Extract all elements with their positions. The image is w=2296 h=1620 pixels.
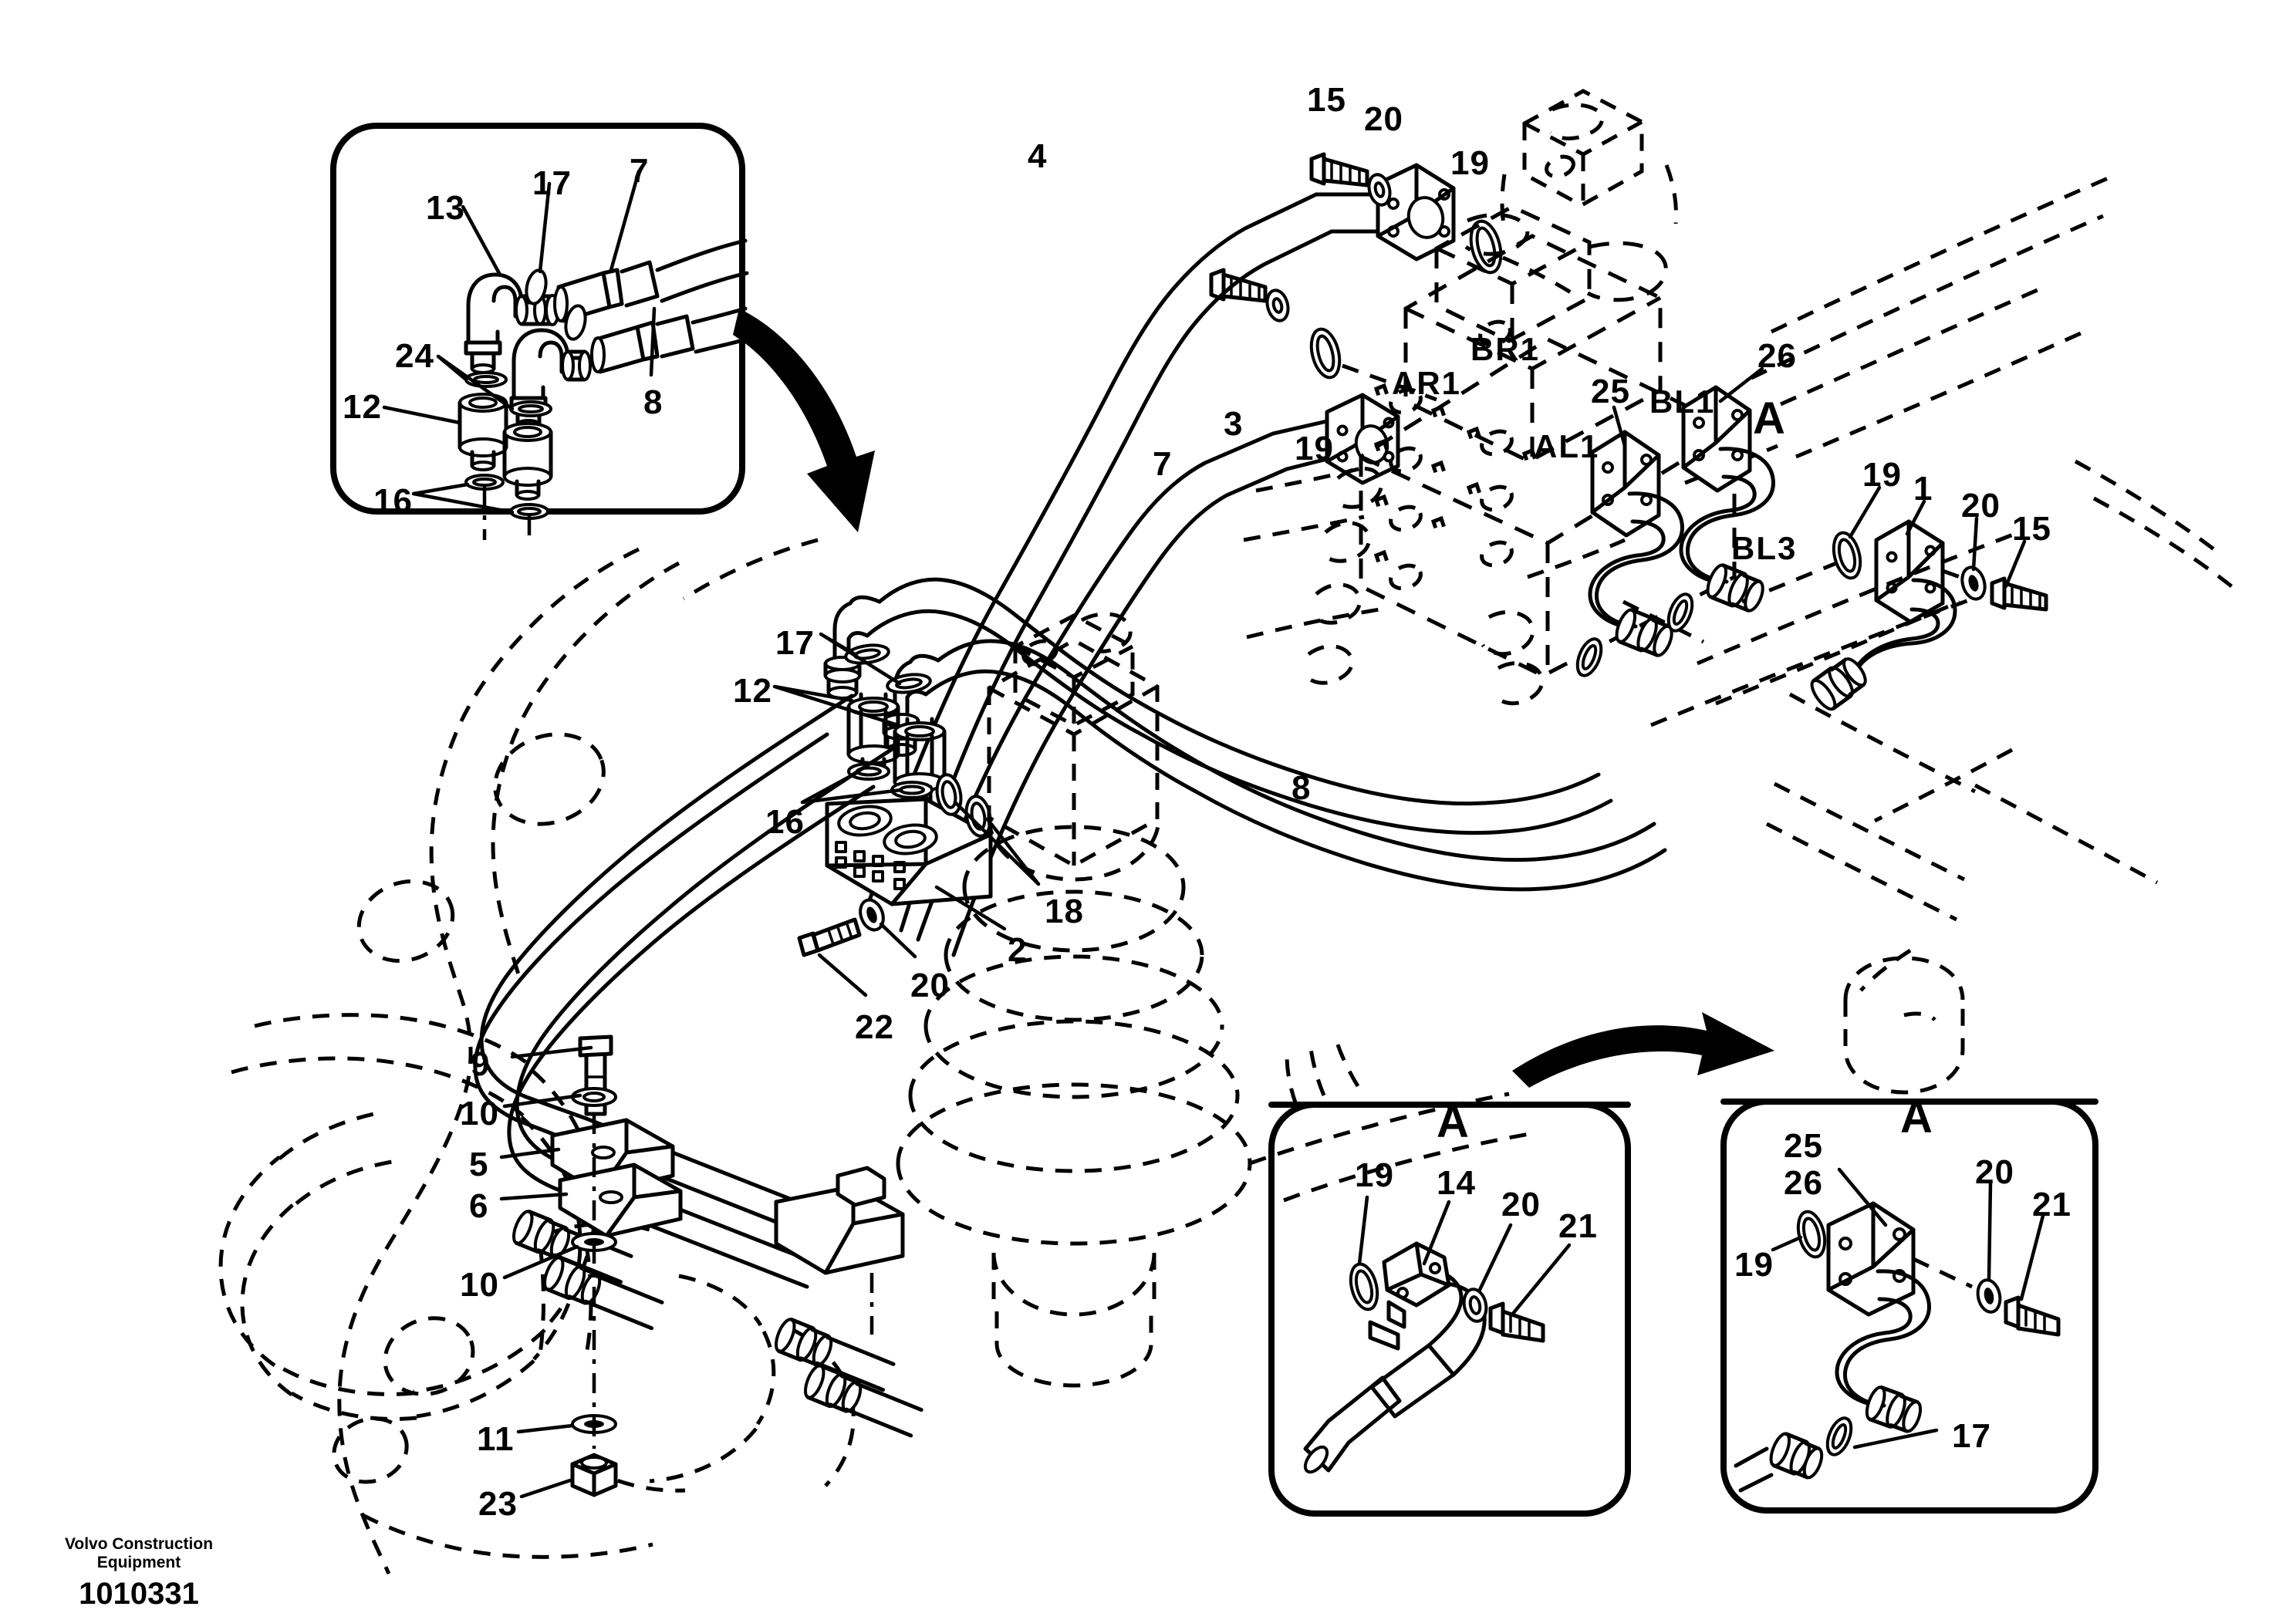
- callout-number-24: 24: [395, 337, 434, 375]
- callout-number-26: 26: [1757, 337, 1797, 375]
- callout-number-A: A: [1753, 393, 1785, 444]
- clamp-lower-6: [558, 1163, 683, 1238]
- callout-number-26: 26: [1784, 1164, 1823, 1202]
- callout-number-9: 9: [471, 1045, 491, 1083]
- callout-number-19: 19: [1862, 456, 1902, 494]
- callout-number-7: 7: [630, 152, 650, 190]
- callout-number-5: 5: [469, 1146, 489, 1183]
- brand-name-line-1: Volvo Construction: [64, 1535, 214, 1553]
- callout-number-7: 7: [1153, 445, 1173, 483]
- callout-number-21: 21: [1558, 1207, 1598, 1245]
- callout-number-3: 3: [1224, 405, 1244, 443]
- callout-number-20: 20: [910, 967, 950, 1004]
- detail-callout-arrow-top: [733, 309, 875, 532]
- callout-number-2: 2: [1008, 931, 1028, 969]
- callout-number-12: 12: [343, 388, 382, 426]
- elbow-tubes-25-26: [1575, 366, 1775, 677]
- callout-number-15: 15: [2012, 510, 2051, 548]
- callout-number-6: 6: [469, 1187, 489, 1225]
- port-label-al1: AL1: [1534, 428, 1600, 464]
- callout-number-18: 18: [1045, 893, 1084, 930]
- callout-number-4: 4: [1028, 137, 1048, 175]
- callout-number-17: 17: [532, 164, 572, 202]
- center-adapter-stack: [772, 632, 1041, 997]
- callout-number-19: 19: [1734, 1246, 1774, 1284]
- callout-number-20: 20: [1975, 1153, 2014, 1191]
- callout-number-19: 19: [1450, 144, 1490, 182]
- port-label-br1: BR1: [1470, 331, 1541, 367]
- lower-pipe-run: [473, 694, 923, 1499]
- clamp-right: [774, 1166, 905, 1275]
- callout-number-15: 15: [1307, 81, 1346, 119]
- valve-top-ghost: [1500, 89, 1678, 229]
- bolt-22: [797, 917, 862, 957]
- callout-number-10: 10: [460, 1095, 499, 1132]
- callout-number-20: 20: [1961, 487, 2001, 525]
- washer-20-top: [1367, 173, 1392, 207]
- detail-box-top-left: [330, 123, 749, 540]
- view-letter-vA_left: A: [1437, 1097, 1469, 1147]
- port-label-ar1: AR1: [1392, 365, 1462, 401]
- swing-motor-hidden: [896, 612, 1530, 1388]
- callout-number-13: 13: [426, 189, 465, 227]
- brand-name-line-2: Equipment: [96, 1554, 181, 1572]
- bolt-15-top: [1309, 152, 1369, 187]
- port-label-bl1: BL1: [1649, 383, 1716, 420]
- callout-number-16: 16: [765, 803, 805, 841]
- callout-number-8: 8: [643, 383, 663, 421]
- pipe-assembly-7-8: [823, 577, 1667, 892]
- callout-number-22: 22: [855, 1008, 894, 1046]
- callout-number-21: 21: [2032, 1186, 2071, 1223]
- bolt-15-mid: [1209, 268, 1268, 303]
- callout-number-16: 16: [373, 482, 413, 520]
- detail-box-bottom-right: [1720, 1099, 2098, 1514]
- callout-number-11: 11: [477, 1420, 515, 1458]
- callout-number-25: 25: [1784, 1127, 1823, 1165]
- port-label-bl3: BL3: [1731, 530, 1798, 566]
- callout-number-17: 17: [1952, 1417, 1991, 1455]
- washer-20-center: [859, 898, 885, 932]
- callout-number-20: 20: [1501, 1186, 1541, 1223]
- callout-number-12: 12: [733, 672, 772, 710]
- document-footer: Volvo Construction Equipment 1010331: [15, 1535, 262, 1609]
- callout-number-19: 19: [1355, 1156, 1394, 1194]
- detail-box-bottom-left: [1268, 1039, 1631, 1517]
- callout-number-17: 17: [775, 624, 815, 662]
- callout-number-10: 10: [460, 1266, 499, 1304]
- drawing-number: 1010331: [79, 1577, 199, 1612]
- detail-callout-arrow-bottom: [1512, 1012, 1774, 1088]
- callout-number-25: 25: [1591, 373, 1630, 410]
- callout-number-14: 14: [1437, 1164, 1476, 1202]
- view-letter-vA_right: A: [1900, 1092, 1933, 1142]
- callout-number-23: 23: [478, 1485, 518, 1523]
- callout-number-1: 1: [1913, 470, 1933, 508]
- control-valve-hidden: [1243, 204, 2089, 706]
- callout-number-8: 8: [1292, 769, 1312, 807]
- tube-1-assembly-right: [1765, 459, 2239, 1095]
- upper-frame-lines: [1650, 172, 2118, 727]
- callout-number-20: 20: [1364, 100, 1403, 138]
- callout-number-19: 19: [1295, 430, 1334, 467]
